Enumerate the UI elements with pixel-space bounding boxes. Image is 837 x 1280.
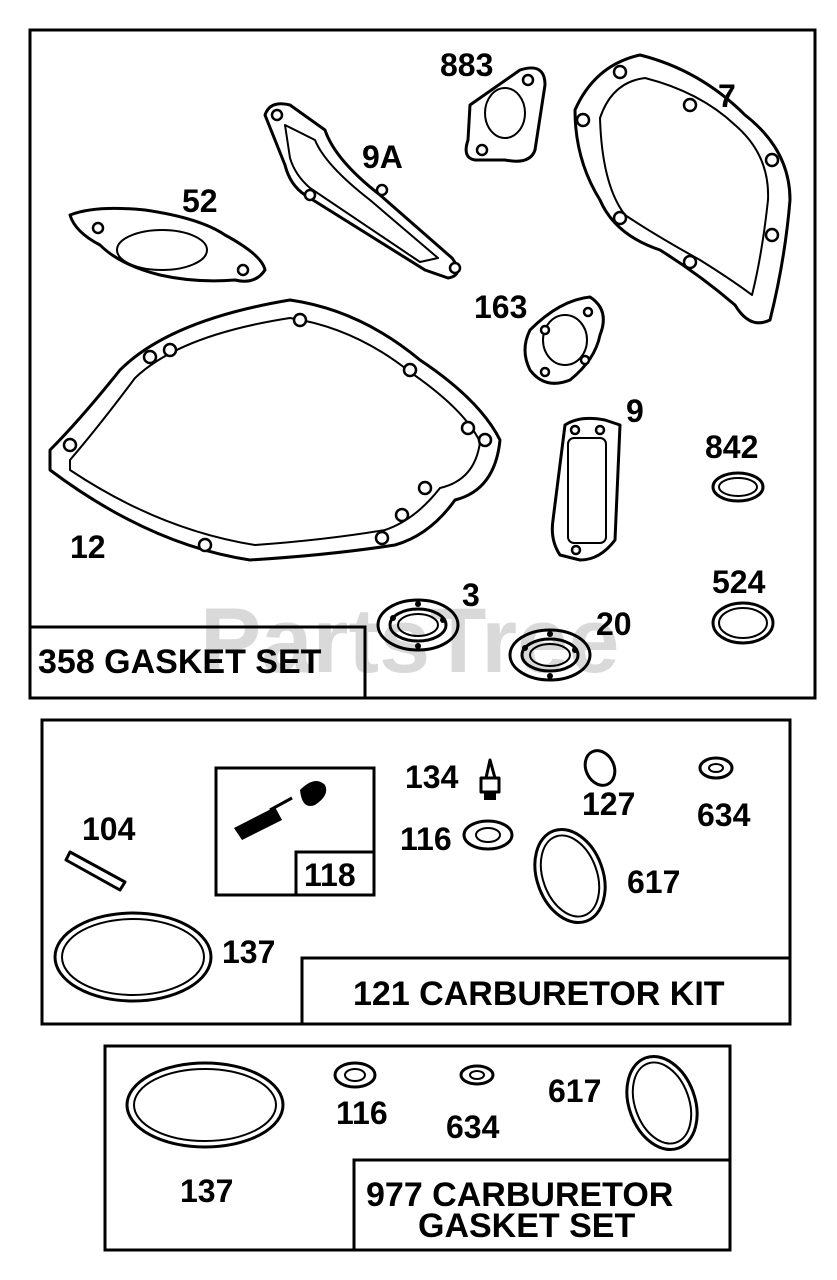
part-20-oil-seal[interactable]	[508, 628, 592, 682]
label-617: 617	[627, 864, 680, 900]
part-9a-gasket[interactable]	[263, 102, 462, 280]
carb-gasket-set-title-line2: GASKET SET	[418, 1207, 635, 1245]
label-116-set: 116	[336, 1095, 388, 1131]
label-116: 116	[400, 821, 452, 857]
part-127-plug[interactable]	[580, 746, 621, 790]
carb-gasket-set-section: 977 CARBURETOR GASKET SET 137 116 634 61…	[103, 1044, 732, 1252]
part-163-gasket[interactable]	[523, 295, 605, 385]
label-634: 634	[697, 797, 751, 833]
part-617-gasket-set[interactable]	[615, 1047, 710, 1160]
label-163: 163	[474, 289, 527, 325]
inset-118-label-box	[294, 850, 376, 897]
part-137-gasket[interactable]	[53, 911, 213, 1003]
part-52-gasket[interactable]	[68, 206, 267, 283]
gasket-set-title: 358 GASKET SET	[38, 643, 322, 681]
label-137: 137	[222, 934, 275, 970]
label-52: 52	[182, 183, 218, 219]
label-3: 3	[462, 577, 480, 613]
label-118[interactable]: 118	[304, 857, 356, 893]
part-634-washer-set[interactable]	[459, 1064, 495, 1086]
label-9: 9	[626, 393, 644, 429]
carb-gasket-set-title-box	[352, 1158, 732, 1252]
part-9-gasket[interactable]	[550, 416, 622, 562]
label-137-set: 137	[180, 1173, 233, 1209]
label-883: 883	[440, 47, 493, 83]
label-634-set: 634	[446, 1109, 500, 1145]
label-524: 524	[712, 564, 766, 600]
part-118-screw-and-spring[interactable]	[234, 781, 327, 840]
part-883-gasket[interactable]	[464, 66, 547, 163]
label-842: 842	[705, 429, 758, 465]
label-20: 20	[596, 606, 632, 642]
carburetor-kit-section: 121 CARBURETOR KIT 118 134 104 127	[40, 718, 792, 1026]
part-116-washer[interactable]	[462, 819, 514, 851]
part-137-gasket-set[interactable]	[125, 1061, 285, 1149]
carburetor-kit-title: 121 CARBURETOR KIT	[353, 975, 725, 1013]
label-617-set: 617	[548, 1073, 601, 1109]
part-3-oil-seal[interactable]	[376, 598, 460, 652]
label-134: 134	[405, 759, 459, 795]
part-7-head-gasket[interactable]	[573, 53, 792, 325]
part-634-washer[interactable]	[698, 756, 734, 780]
part-134-needle[interactable]	[479, 758, 501, 800]
gasket-set-frame	[28, 28, 817, 700]
part-617-gasket[interactable]	[523, 820, 618, 933]
part-104-pin[interactable]	[64, 850, 127, 892]
part-116-washer-set[interactable]	[333, 1061, 377, 1089]
label-7: 7	[718, 78, 736, 114]
gasket-set-section: 358 GASKET SET 883 7	[28, 28, 817, 700]
part-842-ring[interactable]	[711, 471, 765, 503]
label-104: 104	[82, 811, 136, 847]
label-9a: 9A	[362, 139, 403, 175]
label-12: 12	[70, 529, 106, 565]
gasket-set-title-box	[28, 625, 367, 700]
part-524-ring[interactable]	[711, 601, 775, 645]
carb-gasket-set-title-line1: 977 CARBURETOR	[366, 1176, 673, 1214]
carburetor-kit-title-box	[300, 956, 792, 1026]
label-127: 127	[582, 786, 635, 822]
part-12-crankcase-gasket[interactable]	[48, 298, 502, 562]
